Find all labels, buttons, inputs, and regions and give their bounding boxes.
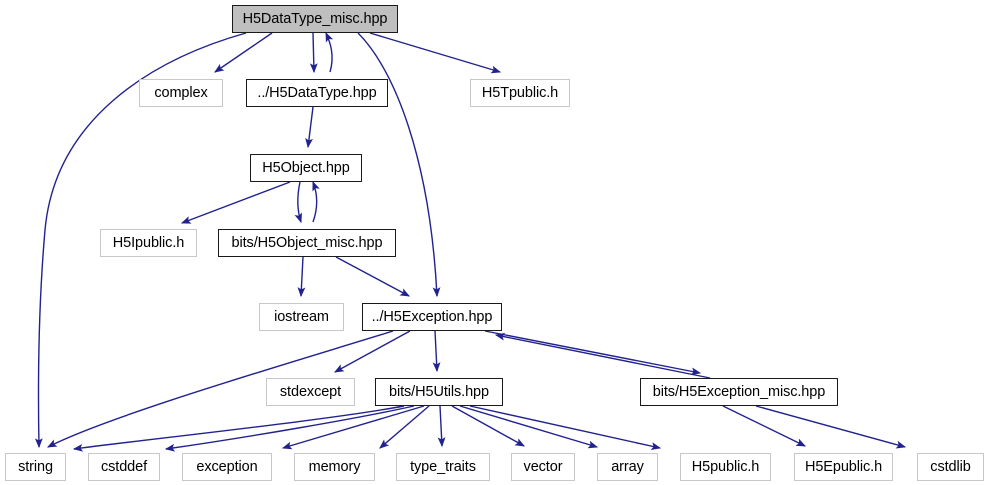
graph-node-h5epublic[interactable]: H5Epublic.h — [794, 453, 893, 481]
graph-edge — [164, 405, 415, 452]
graph-node-label: stdexcept — [279, 384, 342, 400]
graph-node-memory[interactable]: memory — [294, 453, 375, 481]
graph-node-label: memory — [308, 459, 361, 475]
graph-edge — [305, 106, 314, 149]
graph-edge — [369, 32, 502, 74]
graph-edge — [459, 405, 599, 449]
graph-edge — [309, 32, 318, 74]
graph-edge — [379, 405, 430, 449]
graph-node-label: cstddef — [100, 459, 148, 475]
graph-node-label: bits/H5Utils.hpp — [389, 384, 489, 400]
graph-edge — [180, 181, 291, 224]
graph-edge — [312, 180, 320, 223]
graph-node-complex[interactable]: complex — [139, 79, 223, 107]
graph-node-label: array — [611, 459, 644, 475]
graph-node-label: bits/H5Exception_misc.hpp — [652, 384, 826, 400]
graph-node-vector[interactable]: vector — [511, 453, 575, 481]
graph-node-label: H5Tpublic.h — [481, 85, 559, 101]
graph-node-exception[interactable]: exception — [182, 453, 272, 481]
graph-node-h5object_misc[interactable]: bits/H5Object_misc.hpp — [218, 229, 396, 257]
graph-node-h5exception[interactable]: ../H5Exception.hpp — [362, 303, 502, 331]
graph-edge — [34, 32, 247, 449]
graph-node-h5utils[interactable]: bits/H5Utils.hpp — [375, 378, 503, 406]
graph-edge — [297, 256, 306, 298]
graph-node-label: ../H5DataType.hpp — [257, 85, 377, 101]
graph-node-label: type_traits — [410, 459, 476, 475]
graph-node-label: vector — [523, 459, 563, 475]
graph-edge — [335, 256, 410, 297]
graph-edge — [494, 332, 711, 379]
graph-node-label: H5Object.hpp — [262, 160, 350, 176]
graph-node-label: cstdlib — [930, 459, 971, 475]
graph-node-iostream[interactable]: iostream — [259, 303, 344, 331]
graph-edge — [357, 32, 441, 298]
graph-edge — [325, 31, 334, 73]
graph-node-label: bits/H5Object_misc.hpp — [231, 235, 383, 251]
graph-node-h5exception_misc[interactable]: bits/H5Exception_misc.hpp — [640, 378, 838, 406]
graph-edge — [72, 405, 405, 452]
graph-node-label: iostream — [274, 309, 329, 325]
graph-edge — [469, 405, 662, 450]
graph-edge — [755, 405, 907, 449]
graph-node-h5datatype_misc[interactable]: H5DataType_misc.hpp — [232, 5, 398, 33]
graph-edge — [334, 330, 411, 373]
graph-edge — [214, 32, 273, 73]
graph-node-label: string — [18, 459, 53, 475]
graph-node-h5ipublic[interactable]: H5Ipublic.h — [100, 229, 197, 257]
graph-edge — [437, 405, 446, 448]
graph-node-h5object[interactable]: H5Object.hpp — [250, 154, 362, 182]
graph-edge — [432, 330, 441, 373]
graph-node-stdexcept[interactable]: stdexcept — [266, 378, 355, 406]
graph-node-cstdlib[interactable]: cstdlib — [917, 453, 984, 481]
graph-node-label: H5Ipublic.h — [112, 235, 185, 251]
graph-node-string[interactable]: string — [5, 453, 66, 481]
graph-edge — [47, 330, 394, 448]
graph-node-h5datatype[interactable]: ../H5DataType.hpp — [246, 79, 388, 107]
graph-node-type_traits[interactable]: type_traits — [396, 453, 490, 481]
graph-node-cstddef[interactable]: cstddef — [88, 453, 160, 481]
graph-node-label: exception — [196, 459, 258, 475]
graph-node-h5public[interactable]: H5public.h — [680, 453, 771, 481]
graph-edge — [451, 405, 525, 447]
graph-edge — [294, 181, 302, 224]
graph-node-array[interactable]: array — [597, 453, 658, 481]
graph-node-label: H5Epublic.h — [804, 459, 883, 475]
graph-node-label: ../H5Exception.hpp — [371, 309, 493, 325]
graph-edge — [281, 405, 425, 450]
graph-edge — [722, 405, 807, 447]
graph-node-label: H5DataType_misc.hpp — [242, 11, 388, 27]
graph-node-label: H5public.h — [691, 459, 760, 475]
graph-node-h5tpublic[interactable]: H5Tpublic.h — [470, 79, 570, 107]
graph-edge — [484, 330, 702, 376]
graph-node-label: complex — [154, 85, 208, 101]
